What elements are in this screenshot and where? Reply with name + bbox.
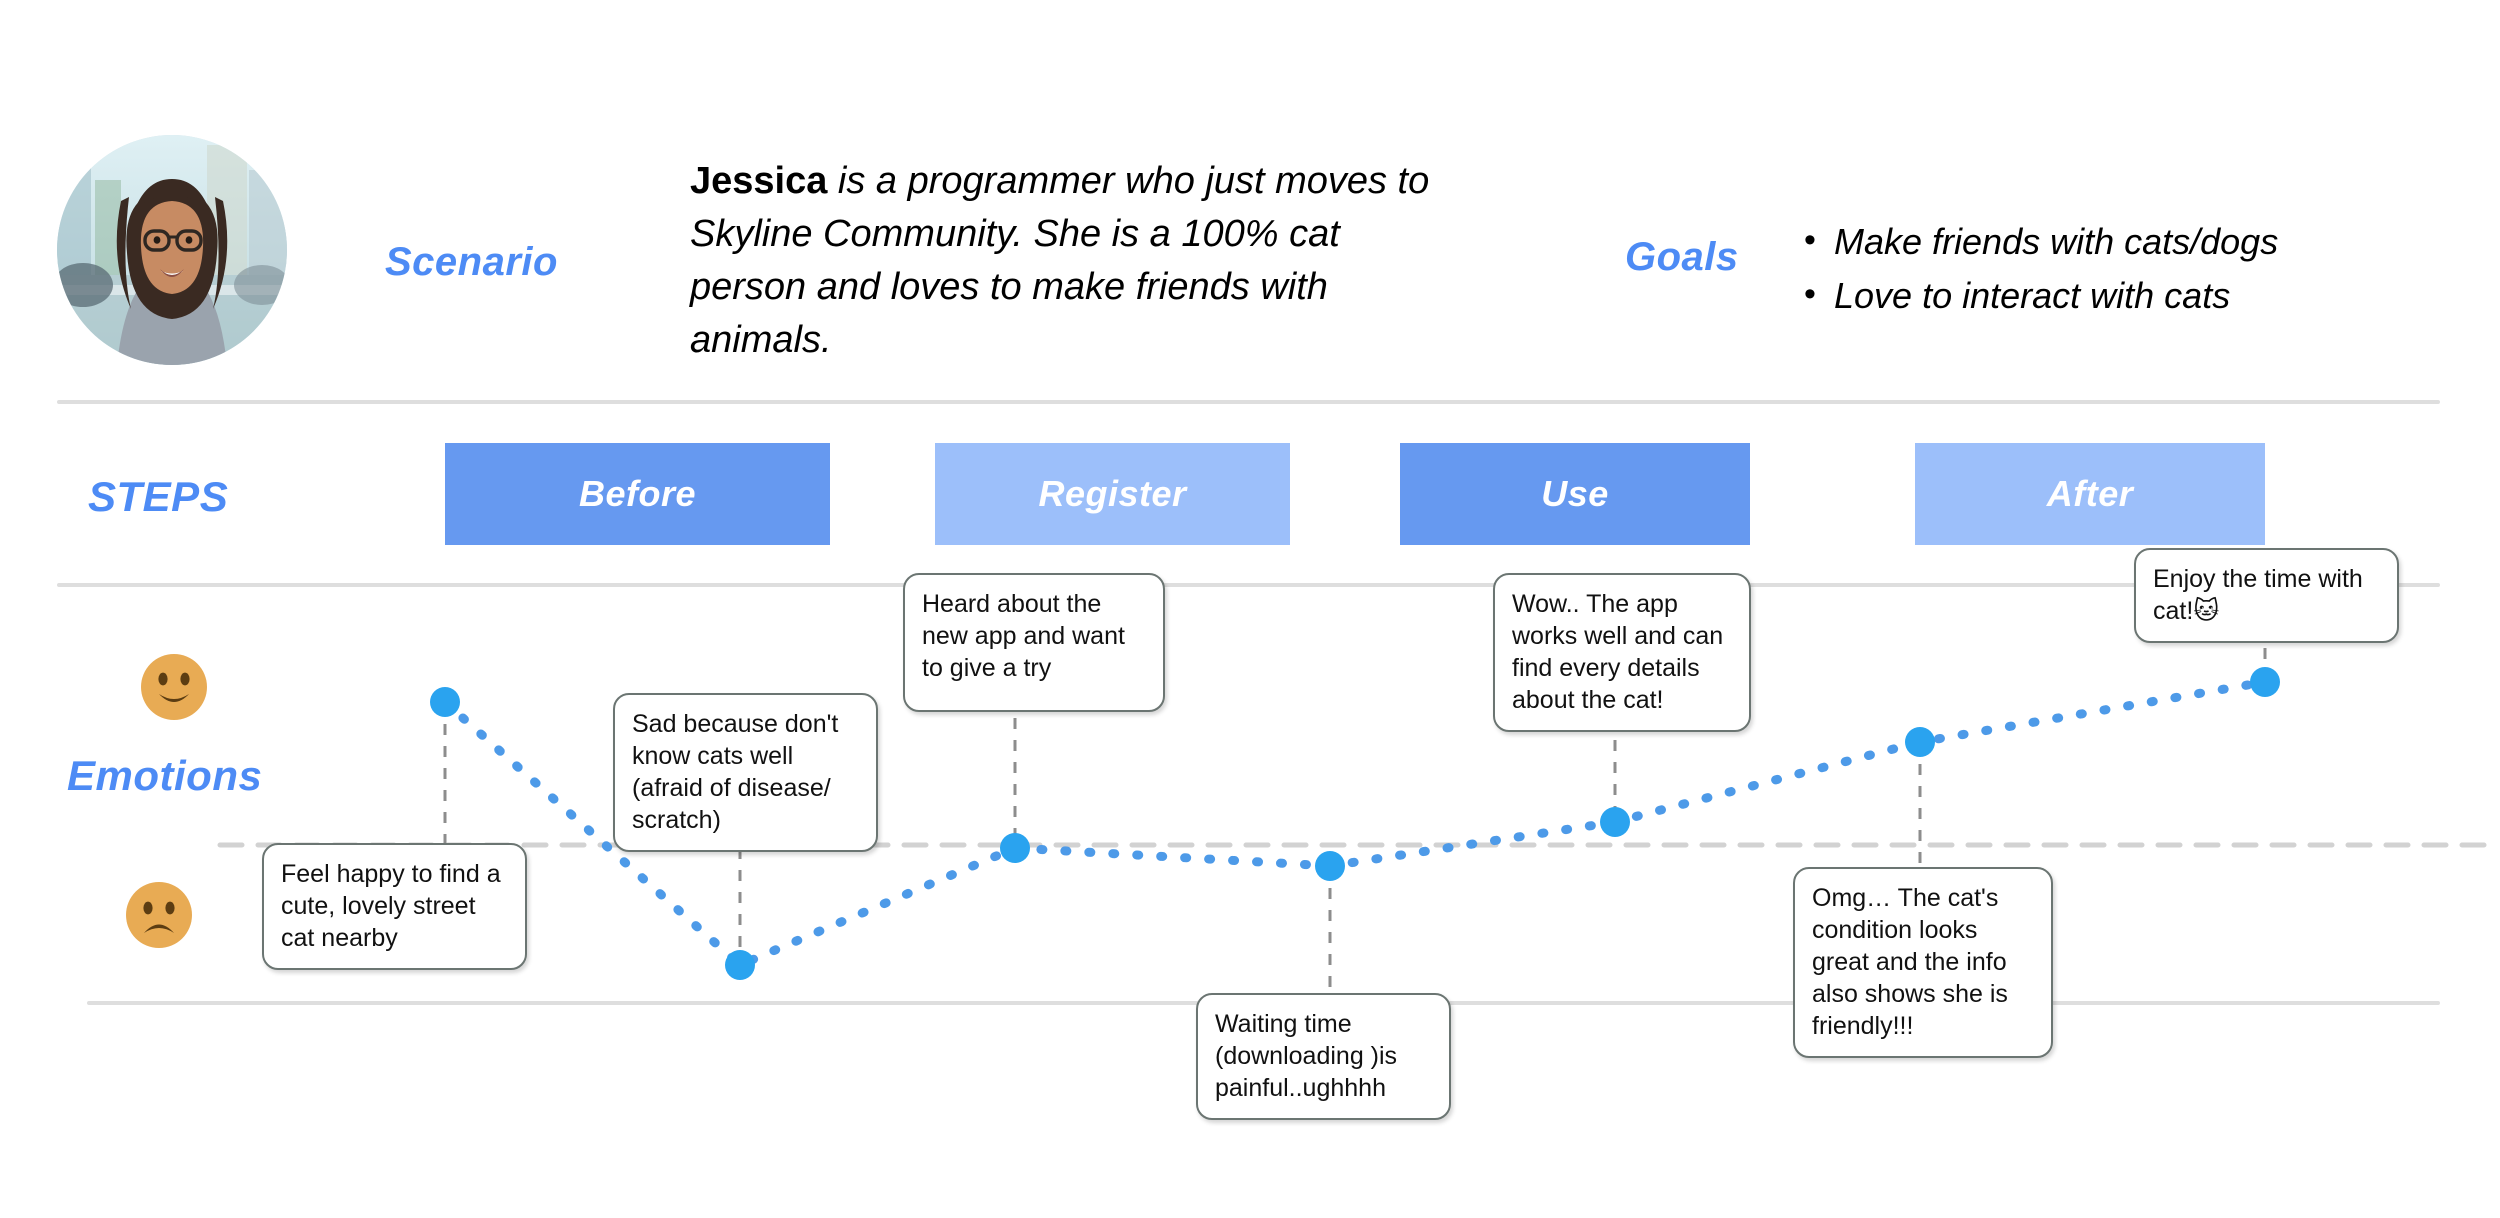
callout-heard-about: Heard about the new app and want to give… bbox=[903, 573, 1165, 712]
goal-item: Love to interact with cats bbox=[1800, 267, 2440, 323]
sad-face-icon bbox=[122, 878, 196, 952]
callout-waiting-time: Waiting time (downloading )is painful..u… bbox=[1196, 993, 1451, 1120]
goals-list: Make friends with cats/dogs Love to inte… bbox=[1800, 213, 2440, 323]
goal-item: Make friends with cats/dogs bbox=[1800, 213, 2440, 269]
step-bar-before[interactable]: Before bbox=[445, 443, 830, 545]
divider-steps bbox=[57, 583, 2440, 587]
persona-name: Jessica bbox=[690, 160, 828, 202]
divider-top bbox=[57, 400, 2440, 404]
step-bar-register[interactable]: Register bbox=[935, 443, 1290, 545]
persona-description: is a programmer who just moves to Skylin… bbox=[690, 160, 1430, 361]
steps-label: STEPS bbox=[88, 473, 229, 520]
avatar bbox=[57, 135, 287, 365]
step-bar-use[interactable]: Use bbox=[1400, 443, 1750, 545]
goals-label: Goals bbox=[1625, 235, 1739, 279]
step-label: Before bbox=[578, 473, 697, 514]
step-label: Use bbox=[1541, 473, 1609, 514]
callout-feel-happy: Feel happy to find a cute, lovely street… bbox=[262, 843, 527, 970]
happy-face-icon bbox=[137, 650, 211, 724]
scenario-label: Scenario bbox=[385, 240, 558, 284]
step-label: After bbox=[2046, 473, 2134, 514]
step-label: Register bbox=[1038, 473, 1187, 514]
emotions-label: Emotions bbox=[67, 752, 263, 799]
callout-wow-app-works: Wow.. The app works well and can find ev… bbox=[1493, 573, 1751, 732]
callout-sad-because: Sad because don't know cats well (afraid… bbox=[613, 693, 878, 852]
callout-enjoy-time: Enjoy the time with cat!🐱 bbox=[2134, 548, 2399, 643]
callout-omg-condition: Omg… The cat's condition looks great and… bbox=[1793, 867, 2053, 1058]
scenario-text: Jessica is a programmer who just moves t… bbox=[690, 155, 1450, 367]
step-bar-after[interactable]: After bbox=[1915, 443, 2265, 545]
